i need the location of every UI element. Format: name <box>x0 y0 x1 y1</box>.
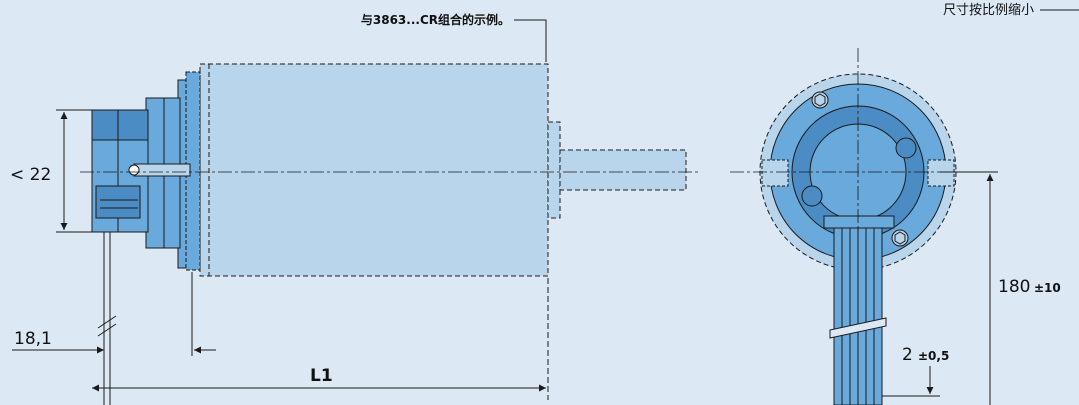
front-connector <box>823 215 895 229</box>
motor-shaft <box>559 149 687 191</box>
mount-hole-bottom <box>801 185 823 207</box>
left-notch <box>761 159 789 187</box>
cable-bundle <box>829 227 887 405</box>
offset-label: 18,1 <box>14 329 52 349</box>
length-dimension: L1 <box>92 278 549 400</box>
offset-dimension: 18,1 <box>12 272 216 356</box>
motor-boss <box>547 121 561 219</box>
motor-body <box>199 63 549 277</box>
mount-hole-top <box>895 137 917 159</box>
encoder-screw-head <box>128 164 140 176</box>
combo-note: 与3863...CR组合的示例。 <box>361 12 510 27</box>
front-view <box>730 48 1000 405</box>
length-label: L1 <box>310 366 333 386</box>
combo-note-leader <box>514 19 547 62</box>
cable-length-dimension: 180 ±10 <box>940 171 1061 405</box>
strip-length-tol: ±0,5 <box>918 349 949 363</box>
height-label: < 22 <box>10 165 51 185</box>
side-cable-break <box>97 315 117 329</box>
strip-length-value: 2 <box>902 345 913 365</box>
encoder-cover-top <box>91 109 149 141</box>
strip-length-dimension: 2 ±0,5 <box>882 345 949 397</box>
right-notch <box>927 159 955 187</box>
scale-note: 尺寸按比例缩小 <box>943 2 1034 18</box>
side-view <box>80 63 700 405</box>
encoder-connector <box>95 185 141 219</box>
height-dimension: < 22 <box>10 109 94 233</box>
encoder-screw <box>133 163 191 177</box>
cable-length-value: 180 <box>998 277 1030 297</box>
side-cable-break-2 <box>97 323 117 337</box>
cable-length-tol: ±10 <box>1034 281 1061 295</box>
